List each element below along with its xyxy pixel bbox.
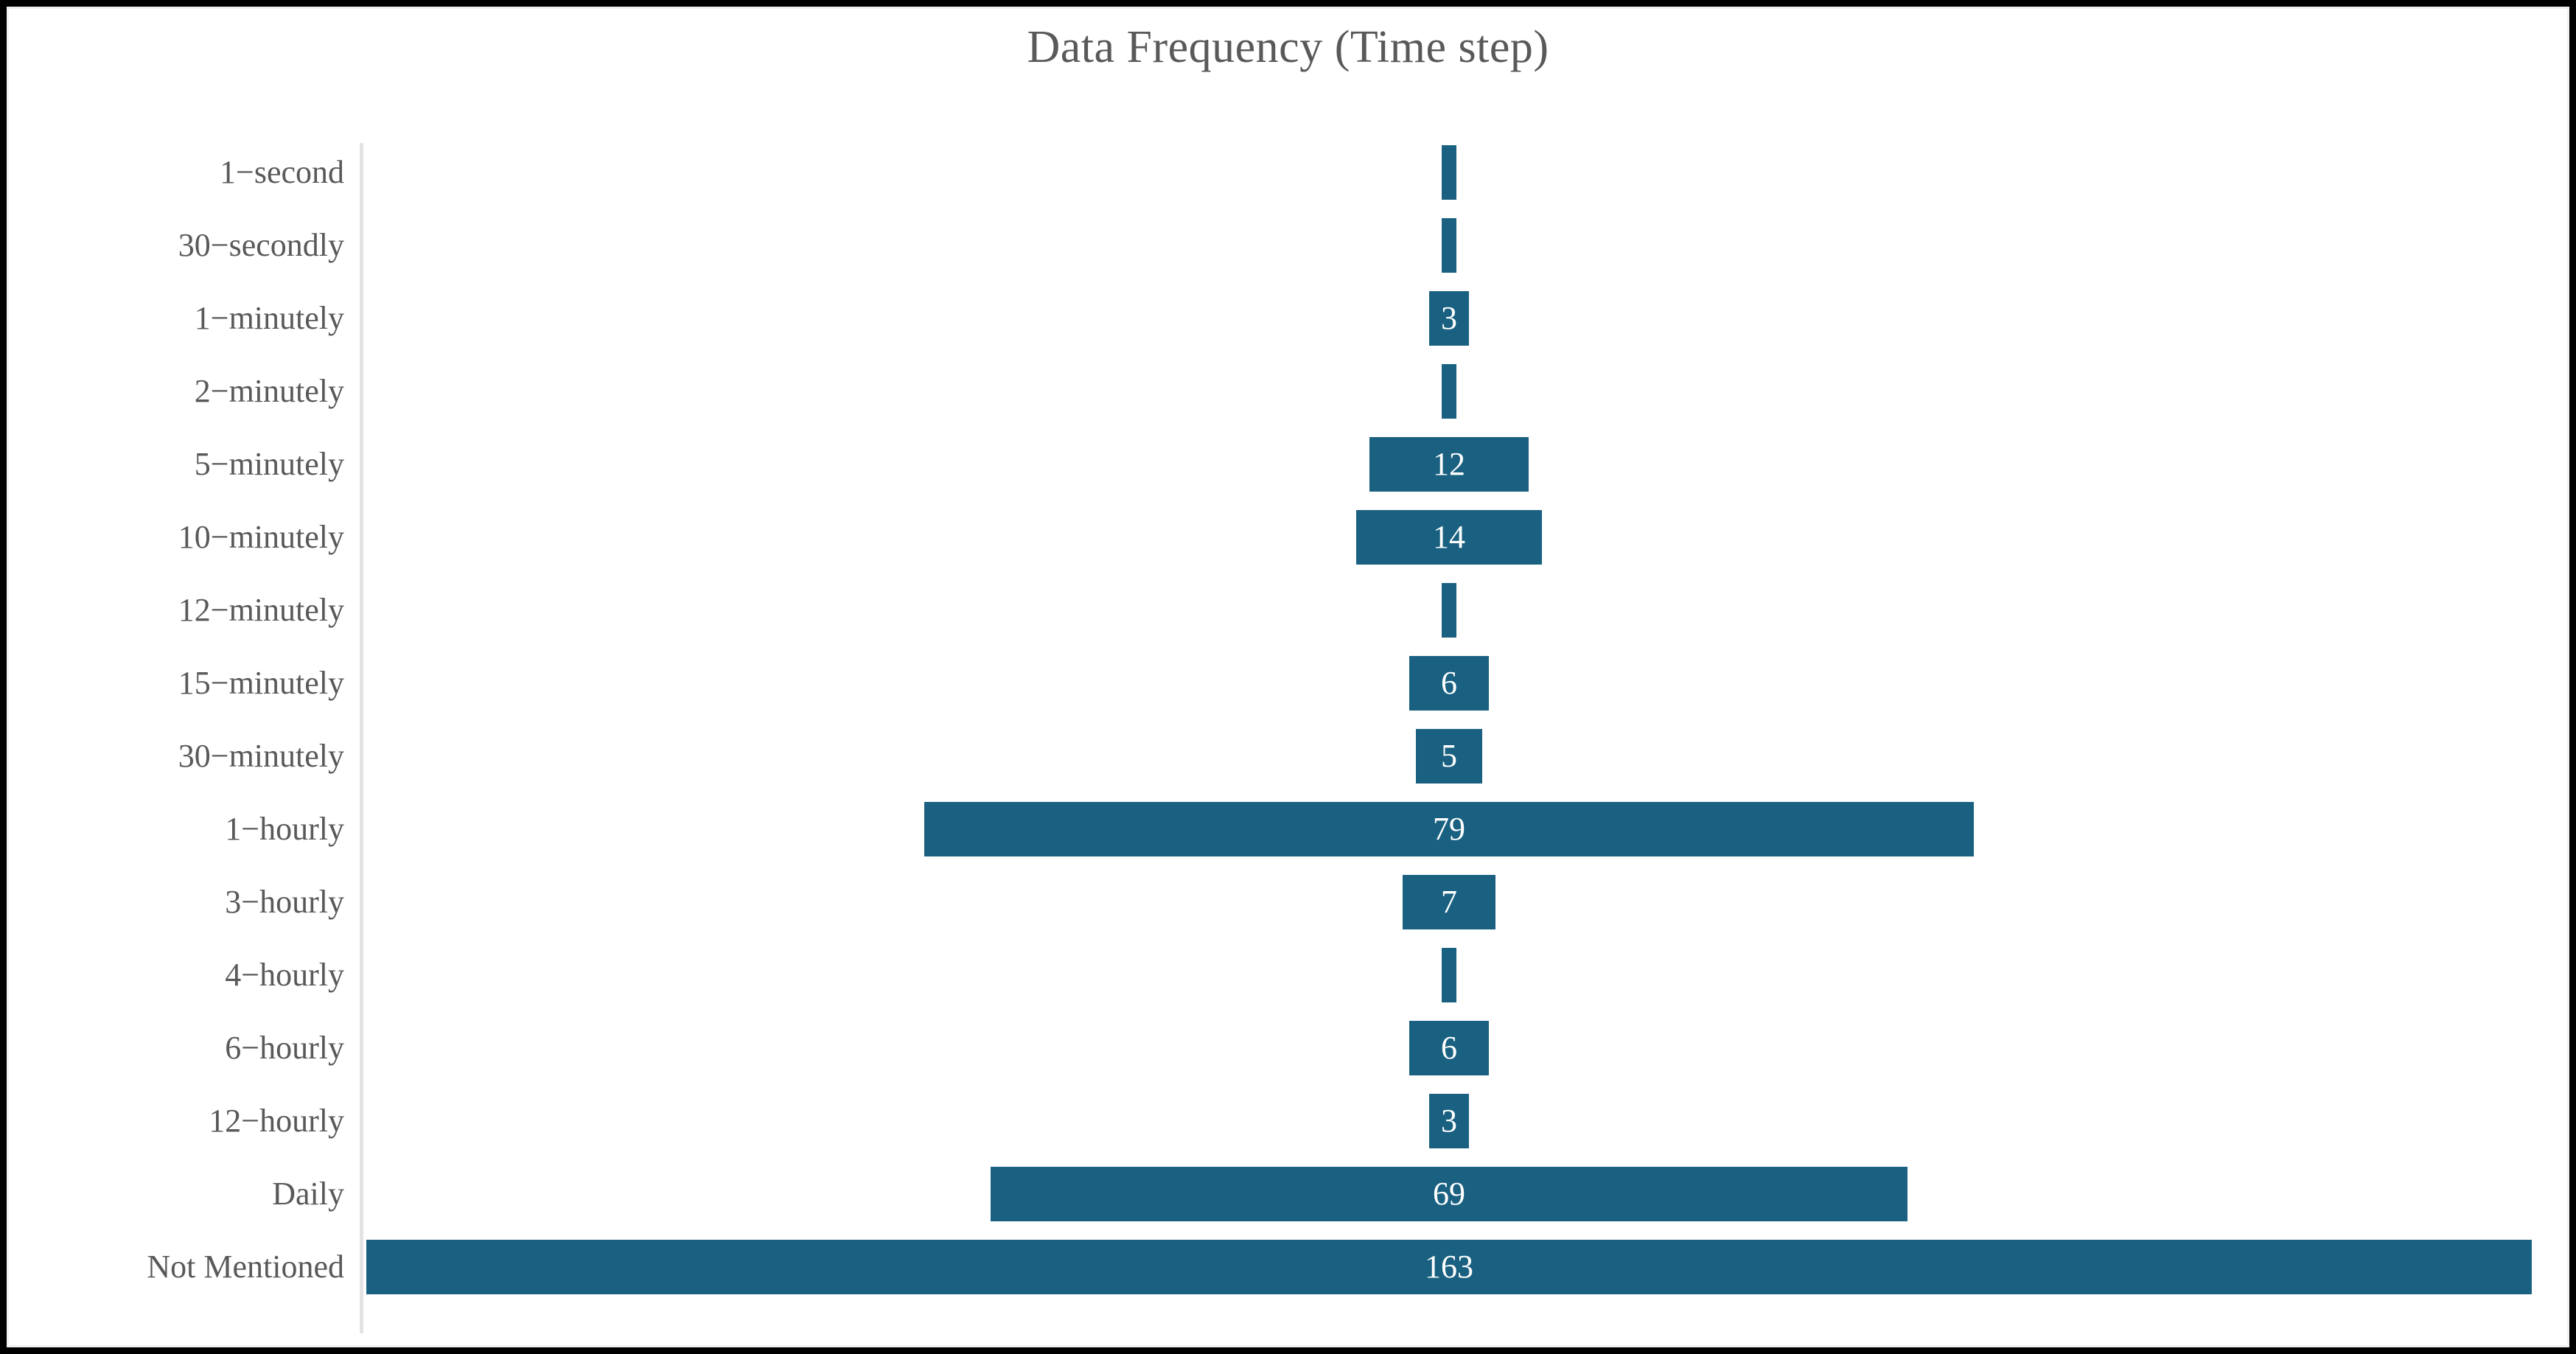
- bar-value-label: 6: [1440, 1029, 1457, 1066]
- bar-row: 1−hourly 79: [7, 792, 2569, 865]
- bar[interactable]: 12: [1369, 436, 1529, 492]
- bar[interactable]: 69: [990, 1166, 1908, 1221]
- category-label: 15−minutely: [178, 664, 344, 701]
- bar-row: 12−minutely: [7, 573, 2569, 646]
- bar-value-label: 5: [1440, 737, 1457, 774]
- bar[interactable]: 5: [1415, 728, 1483, 784]
- bar-row: 5−minutely 12: [7, 428, 2569, 500]
- bar-row: 3−hourly 7: [7, 865, 2569, 938]
- bar-row: 30−secondly: [7, 209, 2569, 282]
- category-label: 1−second: [220, 153, 344, 190]
- bar-value-label: 3: [1440, 299, 1457, 336]
- category-label: 2−minutely: [194, 372, 344, 409]
- bar[interactable]: [1442, 947, 1456, 1002]
- bar-row: Daily 69: [7, 1157, 2569, 1230]
- bar-row: 4−hourly: [7, 938, 2569, 1011]
- y-axis-line: [360, 143, 363, 1333]
- category-label: 30−secondly: [178, 226, 344, 263]
- category-label: 30−minutely: [178, 737, 344, 774]
- bar-row: 1−second: [7, 136, 2569, 209]
- category-label: 6−hourly: [225, 1029, 344, 1066]
- bar[interactable]: 6: [1409, 1020, 1490, 1075]
- bar[interactable]: [1442, 582, 1456, 638]
- bar[interactable]: 3: [1428, 1093, 1470, 1148]
- bar-value-label: 69: [1432, 1175, 1465, 1212]
- bar-value-label: 7: [1440, 883, 1457, 920]
- plot-area: 1−second 30−secondly 1−minutely 3 2−minutely…: [7, 136, 2569, 1344]
- bar-value-label: 163: [1424, 1248, 1473, 1285]
- bar-row: 6−hourly 6: [7, 1011, 2569, 1084]
- bar[interactable]: [1442, 217, 1456, 273]
- bar-row: 1−minutely 3: [7, 282, 2569, 355]
- category-label: 1−minutely: [194, 299, 344, 336]
- bar-row: Not Mentioned 163: [7, 1230, 2569, 1303]
- bar-value-label: 6: [1440, 664, 1457, 701]
- category-label: 3−hourly: [225, 883, 344, 920]
- bar-row: 15−minutely 6: [7, 646, 2569, 719]
- bar[interactable]: [1442, 363, 1456, 419]
- bar-value-label: 12: [1432, 445, 1465, 482]
- bar-value-label: 79: [1432, 810, 1465, 847]
- category-label: 10−minutely: [178, 518, 344, 555]
- category-label: 4−hourly: [225, 956, 344, 993]
- bar-row: 2−minutely: [7, 355, 2569, 428]
- category-label: Not Mentioned: [147, 1248, 344, 1285]
- category-label: 1−hourly: [225, 810, 344, 847]
- category-label: 5−minutely: [194, 445, 344, 482]
- category-label: 12−minutely: [178, 591, 344, 628]
- bar[interactable]: [1442, 144, 1456, 200]
- bar[interactable]: 3: [1428, 290, 1470, 346]
- bar-row: 10−minutely 14: [7, 500, 2569, 573]
- bar-row: 30−minutely 5: [7, 719, 2569, 792]
- bar[interactable]: 14: [1355, 509, 1543, 565]
- bar[interactable]: 163: [366, 1239, 2533, 1294]
- bar-value-label: 3: [1440, 1102, 1457, 1139]
- bar[interactable]: 79: [924, 801, 1975, 856]
- category-label: Daily: [272, 1175, 344, 1212]
- page-title: Data Frequency (Time step): [1027, 22, 1549, 72]
- category-label: 12−hourly: [209, 1102, 344, 1139]
- bar-row: 12−hourly 3: [7, 1084, 2569, 1157]
- bar[interactable]: 7: [1402, 874, 1496, 929]
- bar-value-label: 14: [1432, 518, 1465, 555]
- bar[interactable]: 6: [1409, 655, 1490, 711]
